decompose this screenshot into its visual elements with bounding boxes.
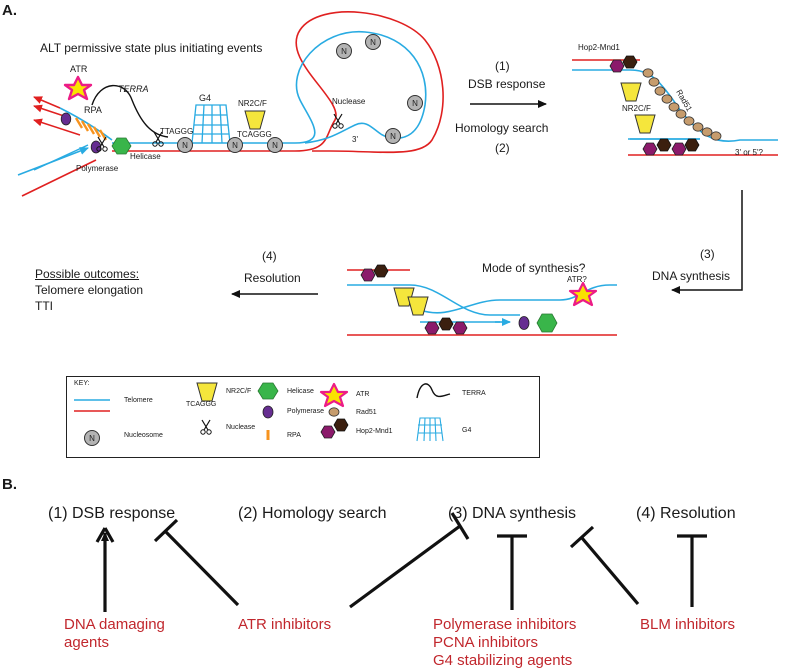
three-or-five-label: 3' or 5'? [735, 148, 763, 157]
alt-initiation-schematic [17, 11, 444, 197]
step3-label: DNA synthesis [652, 269, 731, 283]
tcaggg-label: TCAGGG [237, 130, 272, 139]
atr-question: ATR? [567, 275, 587, 284]
terra-label: TERRA [118, 84, 149, 94]
key-tcaggg: TCAGGG [186, 401, 217, 408]
step2-label: Homology search [455, 121, 549, 135]
key-g4: G4 [462, 427, 472, 434]
atr-label: ATR [70, 64, 88, 74]
agent-dna-damaging-2: agents [64, 634, 110, 651]
key-terra: TERRA [462, 390, 486, 397]
ttaggg-label: TTAGGG [160, 127, 194, 136]
arrow-step3 [671, 190, 743, 294]
agent-polymerase-inhibitors: Polymerase inhibitors [433, 616, 577, 633]
key-icons [74, 382, 451, 446]
agent-blm-inhibitors: BLM inhibitors [640, 616, 736, 633]
nuclease-label: Nuclease [332, 97, 366, 106]
outcomes-title: Possible outcomes: [35, 267, 140, 281]
b-step4: (4) Resolution [636, 505, 736, 522]
outcome-telomere-elongation: Telomere elongation [35, 283, 144, 297]
step3-number: (3) [700, 247, 715, 261]
state-title: ALT permissive state plus initiating eve… [40, 41, 263, 55]
step2-number: (2) [495, 141, 510, 155]
key-polymerase: Polymerase [287, 408, 324, 415]
b-step3: (3) DNA synthesis [448, 505, 577, 522]
panel-b-letter: B. [2, 476, 17, 493]
g4-structure [191, 104, 231, 144]
key-telomere: Telomere [124, 397, 153, 404]
three-prime-label: 3' [352, 135, 358, 144]
step4-label: Resolution [244, 271, 301, 285]
key-nucleosome: Nucleosome [124, 432, 163, 439]
nr2cf-label: NR2C/F [238, 99, 267, 108]
key-rpa: RPA [287, 432, 301, 439]
agent-atr-inhibitors: ATR inhibitors [238, 616, 332, 633]
key-hop2: Hop2-Mnd1 [356, 428, 393, 435]
step4-number: (4) [262, 249, 277, 263]
b-step2: (2) Homology search [238, 505, 387, 522]
helicase-label: Helicase [130, 152, 161, 161]
panel-b-connectors [95, 512, 707, 612]
key-helicase: Helicase [287, 388, 314, 395]
nr2cf-right-label: NR2C/F [622, 104, 651, 113]
key-atr: ATR [356, 391, 370, 398]
key-nuclease: Nuclease [226, 424, 256, 431]
polymerase-label: Polymerase [76, 164, 119, 173]
mode-of-synthesis: Mode of synthesis? [482, 261, 586, 275]
key-title: KEY: [74, 380, 90, 387]
key-nr2cf: NR2C/F [226, 388, 252, 395]
dna-synthesis-schematic [347, 264, 617, 336]
key-box [66, 376, 540, 458]
rpa-label: RPA [84, 105, 102, 115]
key-rad51: Rad51 [356, 409, 377, 416]
agent-pcna-inhibitors: PCNA inhibitors [433, 634, 539, 651]
homology-search-schematic [572, 55, 778, 156]
b-step1: (1) DSB response [48, 505, 176, 522]
step1-number: (1) [495, 59, 510, 73]
agent-dna-damaging-1: DNA damaging [64, 616, 165, 633]
agent-g4-stabilizing: G4 stabilizing agents [433, 652, 573, 669]
hop2-label: Hop2-Mnd1 [578, 43, 620, 52]
panel-a-letter: A. [2, 2, 17, 19]
outcome-tti: TTI [35, 299, 53, 313]
step1-label: DSB response [468, 77, 546, 91]
g4-label: G4 [199, 93, 212, 103]
